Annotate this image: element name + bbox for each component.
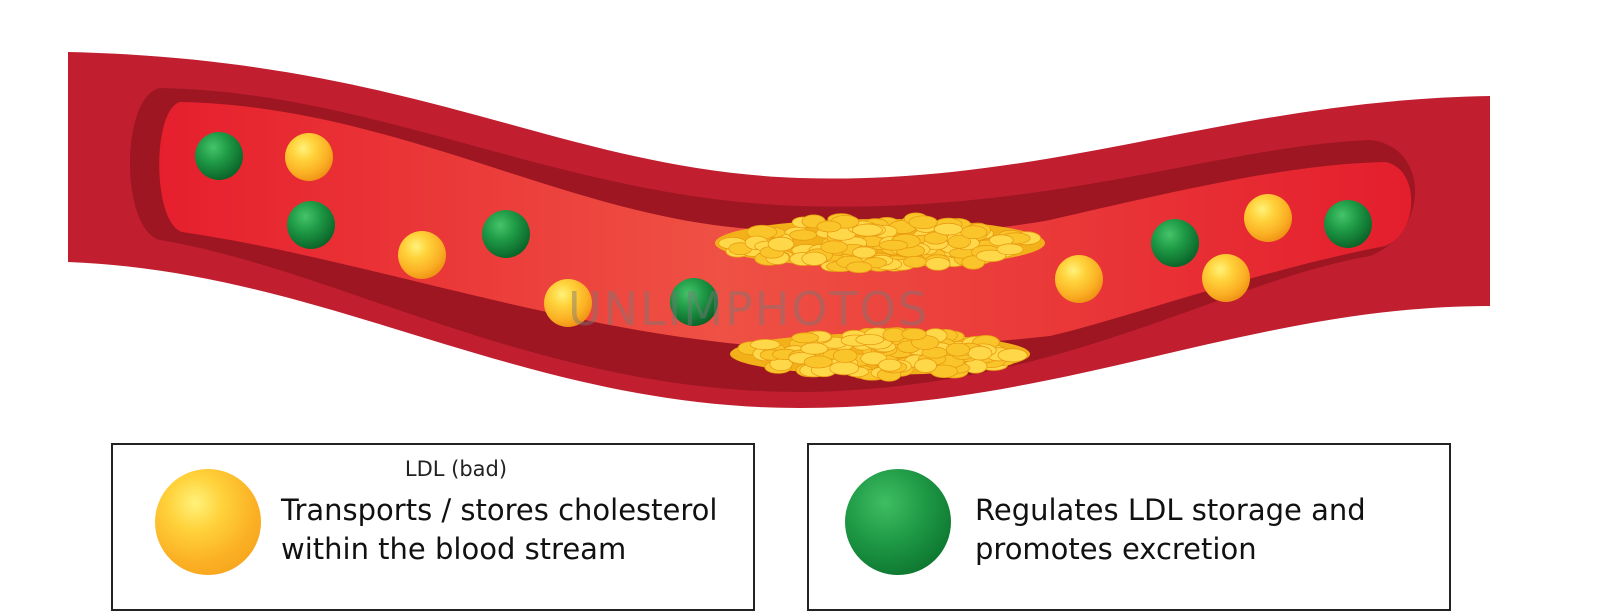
plaque-granule — [878, 239, 909, 251]
plaque-granule — [925, 257, 951, 271]
ldl-description: Transports / stores cholesterol within t… — [281, 491, 717, 569]
plaque-granule — [914, 358, 937, 373]
plaque-granule — [997, 348, 1028, 363]
plaque-granule — [967, 345, 993, 361]
plaque-granule — [801, 251, 827, 266]
ldl-particle — [285, 133, 333, 181]
plaque-granule — [975, 249, 1007, 263]
ldl-description-line2: within the blood stream — [281, 532, 627, 566]
plaque-granule — [750, 338, 781, 350]
ldl-particle — [1244, 194, 1292, 242]
ldl-particle — [1055, 255, 1103, 303]
hdl-description-line2: promotes excretion — [975, 532, 1257, 566]
plaque-granule — [947, 234, 971, 249]
legend-box-ldl: LDL (bad) Transports / stores cholestero… — [111, 443, 755, 611]
hdl-particle — [287, 201, 335, 249]
plaque-granule — [803, 355, 833, 369]
ldl-sphere-icon — [155, 469, 261, 575]
plaque-granule — [933, 222, 963, 236]
plaque-lower — [730, 327, 1030, 382]
plaque-granule — [829, 361, 860, 376]
hdl-sphere-icon — [845, 469, 951, 575]
plaque-granule — [878, 358, 902, 372]
hdl-particle — [1151, 219, 1199, 267]
plaque-granule — [789, 229, 818, 241]
plaque-granule — [767, 236, 795, 252]
plaque-granule — [945, 342, 971, 357]
ldl-particle — [398, 231, 446, 279]
plaque-granule — [855, 334, 884, 346]
plaque-granule — [832, 348, 858, 363]
plaque-granule — [901, 328, 927, 341]
plaque-granule — [791, 332, 819, 344]
plaque-granule — [908, 215, 938, 230]
artery-diagram — [68, 52, 1490, 408]
plaque-granule — [903, 255, 927, 268]
hdl-particle — [670, 278, 718, 326]
hdl-description-line1: Regulates LDL storage and — [975, 493, 1366, 527]
plaque-granule — [816, 220, 842, 233]
hdl-particle — [1324, 200, 1372, 248]
plaque-granule — [852, 246, 877, 259]
plaque-granule — [846, 261, 873, 274]
plaque-upper — [715, 212, 1045, 274]
plaque-granule — [820, 240, 848, 254]
particles — [195, 132, 1372, 327]
plaque-granule — [852, 223, 883, 237]
watermark-text: UNLIMPHOTOS — [568, 282, 930, 336]
plaque-granule — [996, 243, 1024, 256]
hdl-particle — [195, 132, 243, 180]
plaque-granule — [800, 342, 829, 355]
plaque-granule — [960, 225, 988, 240]
ldl-description-line1: Transports / stores cholesterol — [281, 493, 718, 527]
hdl-description: Regulates LDL storage and promotes excre… — [975, 491, 1366, 569]
ldl-heading: LDL (bad) — [404, 457, 508, 481]
hdl-particle — [482, 210, 530, 258]
ldl-particle — [544, 279, 592, 327]
ldl-particle — [1202, 254, 1250, 302]
legend-box-hdl: Regulates LDL storage and promotes excre… — [807, 443, 1451, 611]
